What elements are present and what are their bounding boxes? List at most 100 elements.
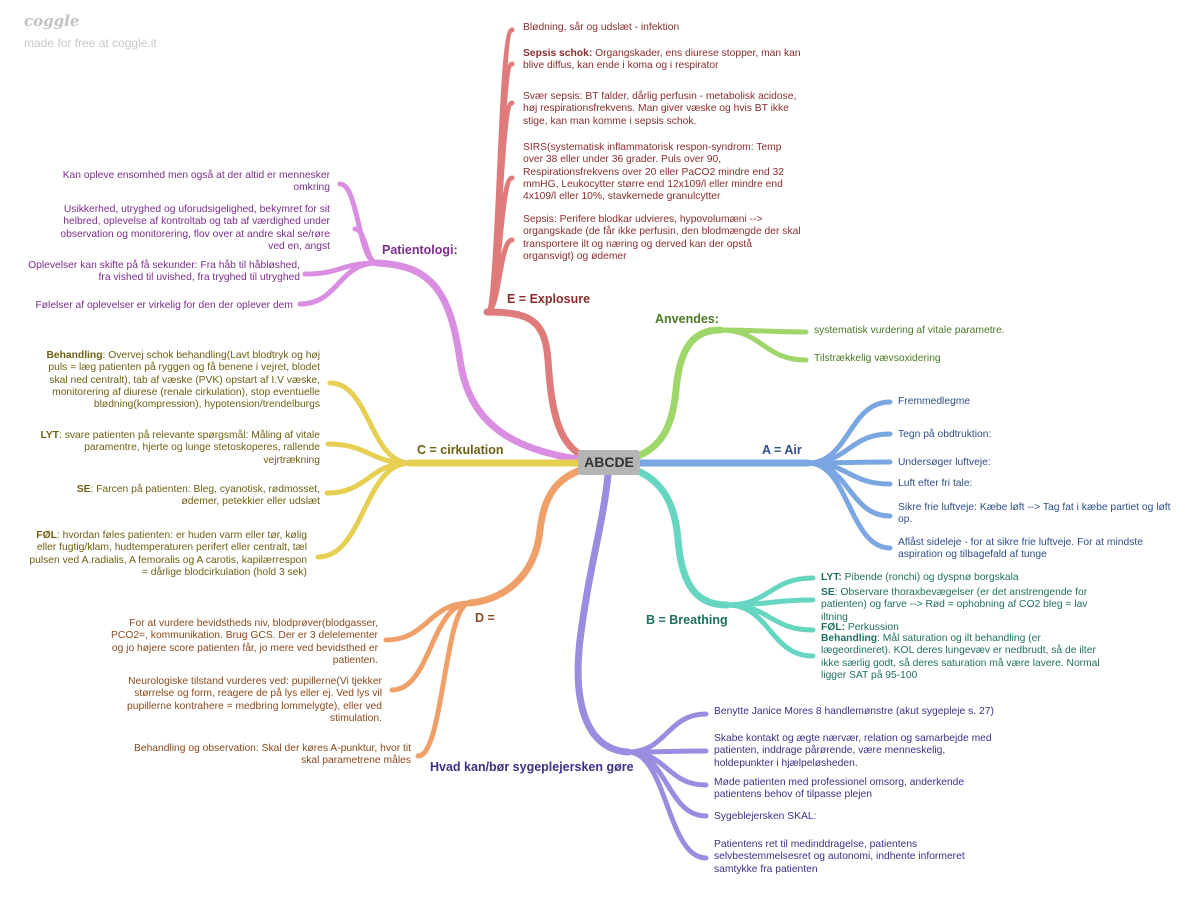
patientologi-node-text: Usikkerhed, utryghed og uforudsigelighed… [60,204,330,252]
a-branch-label[interactable]: A = Air [762,443,802,457]
patientologi-node-text: Kan opleve ensomhed men også at der alti… [62,170,330,194]
e-node-text: SIRS(systematisk inflammatorisk respon-s… [523,142,784,203]
a-node[interactable]: Aflåst sideleje - for at sikre frie luft… [898,537,1198,562]
d-sub-connector-2 [415,600,473,759]
a-node[interactable]: Fremmedlegme [898,396,1198,408]
anvendes-node[interactable]: Tilstrækkelig vævsoxidering [814,353,1114,365]
a-node-text: Aflåst sideleje - for at sikre frie luft… [898,537,1143,561]
a-node[interactable]: Sikre frie luftveje: Kæbe løft --> Tag f… [898,502,1198,527]
c-node[interactable]: LYT: svare patienten på relevante spørgs… [20,430,320,467]
patientologi-node[interactable]: Kan opleve ensomhed men også at der alti… [30,170,330,195]
d-node[interactable]: For at vurdere bevidstheds niv, blodprøv… [78,618,378,667]
b-node-text: : Mål saturation og ilt behandling (er l… [821,633,1100,681]
a-node-text: Sikre frie luftveje: Kæbe løft --> Tag f… [898,502,1171,526]
c-sub-connector-3 [315,460,413,560]
hvad-node[interactable]: Sygeblejersken SKAL: [714,811,1014,823]
c-node-text: : hvordan føles patienten: er huden varm… [29,530,307,578]
hvad-node[interactable]: Møde patienten med professionel omsorg, … [714,777,1014,802]
b-branch-label[interactable]: B = Breathing [646,613,728,627]
b-node[interactable]: FØL: Perkussion [821,622,1121,634]
hvad-node-text: Sygeblejersken SKAL: [714,811,817,822]
b-main-connector [605,459,731,609]
b-node[interactable]: Behandling: Mål saturation og ilt behand… [821,633,1121,682]
b-node[interactable]: SE: Observare thoraxbevægelser (er det a… [821,587,1121,624]
b-node-text: : Observare thoraxbevægelser (er det ans… [821,587,1088,623]
c-node[interactable]: SE: Farcen på patienten: Bleg, cyanotisk… [20,484,320,509]
a-node[interactable]: Tegn på obdtruktion: [898,429,1198,441]
c-node-text: : Farcen på patienten: Bleg, cyanotisk, … [90,484,320,508]
anvendes-sub-connector-1 [717,327,809,363]
d-main-connector [466,459,613,607]
e-sub-connector-4 [484,237,515,315]
patientologi-main-connector [373,259,613,467]
anvendes-node[interactable]: systematisk vurdering af vitale parametr… [814,325,1114,337]
patientologi-node-text: Oplevelser kan skifte på få sekunder: Fr… [28,260,300,284]
hvad-node-text: Møde patienten med professionel omsorg, … [714,777,965,801]
coggle-logo[interactable]: coggle [24,12,80,30]
e-node[interactable]: Svær sepsis: BT falder, dårlig perfusin … [523,91,823,128]
hvad-node[interactable]: Patientens ret til medinddragelse, patie… [714,839,1014,876]
b-node[interactable]: LYT: Pibende (ronchi) og dyspnø borgskal… [821,572,1121,584]
e-node[interactable]: SIRS(systematisk inflammatorisk respon-s… [523,142,823,203]
b-node-bold: SE [821,587,835,598]
e-node[interactable]: Sepsis: Perifere blodkar udvieres, hypov… [523,214,823,263]
e-node-bold: Sepsis schok: [523,48,593,59]
e-node-text: Svær sepsis: BT falder, dårlig perfusin … [523,91,797,127]
c-node[interactable]: Behandling: Overvej schok behandling(Lav… [20,350,320,411]
hvad-node-text: Skabe kontakt og ægte nærvær, relation o… [714,733,992,769]
c-node-bold: Behandling [46,350,103,361]
e-branch-label[interactable]: E = Explosure [507,292,591,306]
e-node-text: Sepsis: Perifere blodkar udvieres, hypov… [523,214,801,262]
anvendes-node-text: Tilstrækkelig vævsoxidering [814,353,941,364]
a-node-text: Tegn på obdtruktion: [898,429,992,440]
hvad-main-connector [574,459,632,756]
patientologi-node[interactable]: Følelser af oplevelser er virkelig for d… [0,300,293,312]
patientologi-node[interactable]: Usikkerhed, utryghed og uforudsigelighed… [30,204,330,253]
b-node-text: Pibende (ronchi) og dyspnø borgskala [841,572,1019,583]
a-node[interactable]: Undersøger luftveje: [898,457,1198,469]
e-node-text: Organgskader, ens diurese stopper, man k… [523,48,801,72]
patientologi-node-text: Følelser af oplevelser er virkelig for d… [35,300,293,311]
d-node-text: For at vurdere bevidstheds niv, blodprøv… [111,618,378,666]
c-node-text: : svare patienten på relevante spørgsmål… [59,430,320,466]
d-node[interactable]: Behandling og observation: Skal der køre… [111,743,411,768]
a-node[interactable]: Luft efter fri tale: [898,478,1198,490]
hvad-branch-label[interactable]: Hvad kan/bør sygeplejersken gøre [430,760,634,774]
patientologi-branch-label[interactable]: Patientologi: [382,243,458,257]
e-node-text: Blødning, sår og udslæt - infektion [523,22,680,33]
patientologi-node[interactable]: Oplevelser kan skifte på få sekunder: Fr… [0,260,300,285]
e-node[interactable]: Sepsis schok: Organgskader, ens diurese … [523,48,823,73]
c-node-bold: FØL [36,530,57,541]
hvad-node[interactable]: Benytte Janice Mores 8 handlemønstre (ak… [714,706,1014,718]
a-node-text: Fremmedlegme [898,396,971,407]
d-sub-connector-1 [389,600,473,693]
c-node[interactable]: FØL: hvordan føles patienten: er huden v… [7,530,307,579]
c-node-bold: SE [76,484,91,495]
b-node-bold: LYT: [821,572,842,583]
a-sub-connector-5 [805,460,893,551]
anvendes-node-text: systematisk vurdering af vitale parametr… [814,325,1005,336]
hvad-node[interactable]: Skabe kontakt og ægte nærvær, relation o… [714,733,1014,770]
hvad-sub-connector-4 [625,749,709,861]
b-sub-connector-3 [724,602,816,659]
c-sub-connector-0 [327,380,413,466]
e-node[interactable]: Blødning, sår og udslæt - infektion [523,22,823,34]
d-node-text: Neurologiske tilstand vurderes ved: pupi… [127,676,382,724]
anvendes-main-connector [605,326,724,467]
d-branch-label[interactable]: D = [475,611,495,625]
c-node-bold: LYT [40,430,59,441]
b-node-bold: Behandling [821,633,878,644]
central-topic-abcde[interactable]: ABCDE [578,450,640,475]
hvad-node-text: Patientens ret til medinddragelse, patie… [714,839,965,875]
d-node[interactable]: Neurologiske tilstand vurderes ved: pupi… [82,676,382,725]
b-node-text: Perkussion [845,622,899,633]
b-node-bold: FØL: [821,622,846,633]
c-branch-label[interactable]: C = cirkulation [417,443,504,457]
a-node-text: Luft efter fri tale: [898,478,973,489]
e-main-connector [483,308,613,467]
coggle-tagline[interactable]: made for free at coggle.it [24,36,157,50]
a-node-text: Undersøger luftveje: [898,457,991,468]
anvendes-branch-label[interactable]: Anvendes: [655,312,719,326]
